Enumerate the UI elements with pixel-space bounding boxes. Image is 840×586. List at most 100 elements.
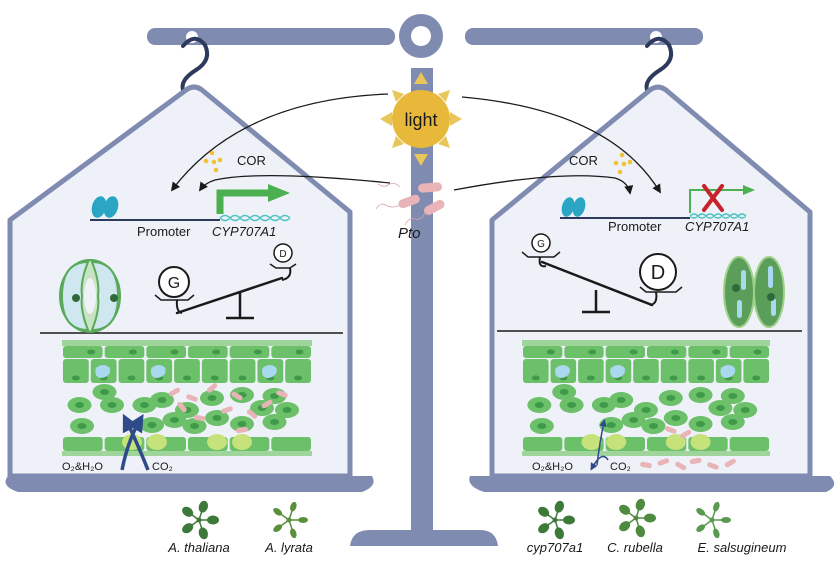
arrow-pto-to-left-gene bbox=[198, 175, 391, 192]
arrow-light-to-right-gene bbox=[461, 96, 661, 194]
left-gene-expression-arrow bbox=[216, 189, 270, 214]
palisade-cell bbox=[688, 359, 714, 383]
palisade-cell bbox=[174, 359, 200, 383]
palisade-cell bbox=[118, 359, 145, 383]
epidermal-cell bbox=[647, 346, 687, 358]
bacterium bbox=[221, 406, 233, 414]
arrow-pto-to-right-gene bbox=[453, 175, 634, 195]
guard-cell bbox=[232, 434, 252, 450]
bacterium bbox=[177, 401, 187, 413]
palisade-cell bbox=[229, 359, 256, 383]
right-cor-dots-icon bbox=[613, 152, 633, 175]
right-d-weight bbox=[639, 253, 677, 291]
bacterium bbox=[236, 426, 248, 434]
left-stomata-open-icon bbox=[59, 259, 121, 333]
plant-c-rubella-icon bbox=[619, 498, 656, 538]
pto-label: Pto bbox=[398, 225, 421, 242]
guard-cell bbox=[147, 434, 167, 450]
sun-label: light bbox=[404, 110, 437, 130]
right-gene-helix bbox=[689, 213, 747, 219]
plant-a-lyrata-icon bbox=[273, 501, 308, 539]
epidermal-cell bbox=[63, 346, 103, 358]
right-stomata-closed-icon bbox=[723, 256, 785, 328]
epidermal-cell bbox=[229, 346, 270, 358]
left-promoter-label: Promoter bbox=[137, 224, 191, 239]
right-gene-expression-arrow bbox=[689, 189, 745, 213]
plant-label-c-rubella: C. rubella bbox=[607, 540, 663, 555]
left-cor-label: COR bbox=[237, 153, 266, 168]
upper-cuticle bbox=[62, 340, 312, 346]
bacterium bbox=[665, 426, 677, 434]
bacterium bbox=[206, 383, 218, 393]
bacterium bbox=[640, 461, 652, 469]
bacterium bbox=[231, 391, 243, 401]
bacterium bbox=[675, 461, 687, 471]
right-hormone-balance bbox=[521, 251, 683, 314]
lower-cuticle bbox=[62, 451, 312, 456]
left-leaf-tissue bbox=[62, 340, 312, 456]
palisade-cell bbox=[523, 359, 549, 383]
left-nucleosome-icon bbox=[91, 196, 119, 218]
left-gene-helix bbox=[219, 214, 291, 222]
bacterium bbox=[186, 394, 198, 402]
balance-beam-left bbox=[147, 28, 395, 45]
guard-cell bbox=[581, 434, 602, 450]
epidermal-cell bbox=[523, 346, 563, 358]
right-g-weight bbox=[531, 233, 551, 253]
lower-epidermal-cell bbox=[271, 437, 311, 451]
guard-cell bbox=[665, 434, 686, 450]
right-d-label: D bbox=[651, 262, 665, 284]
arrow-light-to-left-gene bbox=[170, 93, 389, 192]
palisade-cell bbox=[63, 359, 89, 383]
plant-e-salsugineum-icon bbox=[696, 501, 731, 539]
right-nucleosome-icon bbox=[561, 197, 586, 217]
plant-a-thaliana-icon bbox=[182, 500, 219, 540]
left-gene-label: CYP707A1 bbox=[212, 224, 276, 239]
plant-label-a-lyrata: A. lyrata bbox=[264, 540, 313, 555]
balance-base bbox=[350, 520, 498, 546]
left-hormone-balance bbox=[154, 263, 297, 320]
left-d-weight bbox=[273, 243, 293, 263]
epidermal-cell bbox=[688, 346, 728, 358]
guard-cell bbox=[207, 434, 227, 450]
guard-cell bbox=[606, 434, 627, 450]
bacterium bbox=[680, 429, 692, 439]
palisade-cell bbox=[743, 359, 769, 383]
epidermal-cell bbox=[729, 346, 769, 358]
left-d-label: D bbox=[279, 249, 286, 260]
plant-label-a-thaliana: A. thaliana bbox=[167, 540, 229, 555]
palisade-cell bbox=[201, 359, 228, 383]
guard-cell bbox=[690, 434, 711, 450]
bacterium bbox=[657, 458, 670, 466]
left-cor-dots-icon bbox=[203, 150, 223, 173]
right-gene-label: CYP707A1 bbox=[685, 219, 749, 234]
bacterium bbox=[724, 458, 736, 468]
plant-cyp707a1-icon bbox=[538, 500, 575, 540]
epidermal-cell bbox=[104, 346, 145, 358]
lower-epidermal-cell bbox=[63, 437, 103, 451]
bacterium bbox=[168, 387, 181, 397]
pto-bacteria-icon bbox=[375, 182, 445, 226]
epidermal-cell bbox=[146, 346, 186, 358]
palisade-cell bbox=[660, 359, 687, 383]
right-promoter-label: Promoter bbox=[608, 219, 662, 234]
epidermal-cell bbox=[271, 346, 311, 358]
bacterium bbox=[193, 414, 206, 422]
palisade-cell bbox=[633, 359, 659, 383]
epidermal-cell bbox=[605, 346, 645, 358]
palisade-cell bbox=[285, 359, 311, 383]
right-g-label: G bbox=[537, 239, 545, 250]
right-o2-h2o-label: O₂&H₂O bbox=[532, 461, 573, 473]
right-cor-label: COR bbox=[569, 153, 598, 168]
plant-label-e-salsugineum: E. salsugineum bbox=[698, 540, 787, 555]
bacterium bbox=[689, 457, 702, 465]
left-tray bbox=[5, 476, 374, 492]
right-repression-x-icon bbox=[702, 184, 724, 212]
right-gas-exchange-icon bbox=[590, 419, 609, 471]
epidermal-cell bbox=[564, 346, 604, 358]
epidermal-cell bbox=[188, 346, 228, 358]
left-co2-label: CO₂ bbox=[152, 461, 173, 473]
palisade-cell bbox=[578, 359, 604, 383]
left-gas-exchange-icon bbox=[120, 413, 150, 471]
